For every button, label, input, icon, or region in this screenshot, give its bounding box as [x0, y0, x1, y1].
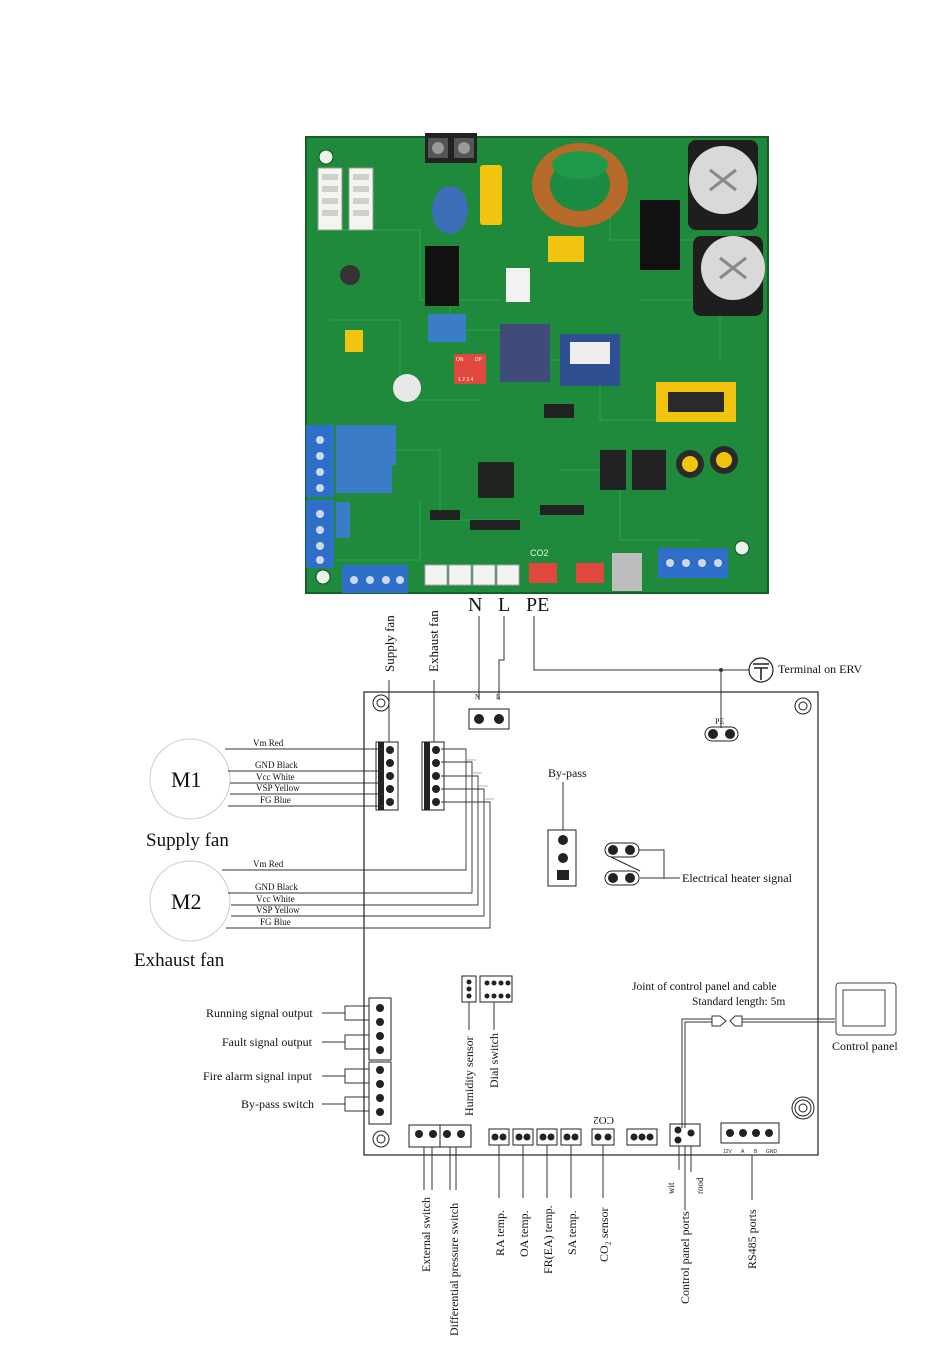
svg-text:RA temp.: RA temp.	[493, 1210, 507, 1256]
control-panel-label: Control panel	[832, 1039, 898, 1053]
svg-text:OA temp.: OA temp.	[517, 1210, 531, 1257]
svg-text:GND: GND	[766, 1149, 778, 1155]
running-signal-label: Running signal output	[206, 1006, 313, 1020]
co2-board-print: CO2	[593, 1114, 614, 1126]
pcb-photo: ON DP 1 2 3 4	[305, 133, 769, 594]
svg-text:GND Black: GND Black	[255, 882, 298, 892]
svg-text:Vm Red: Vm Red	[253, 738, 284, 748]
exhaust-fan-connector	[421, 741, 445, 811]
motor-m1: M1	[149, 738, 231, 820]
left-io-connector-bottom	[368, 1061, 392, 1125]
svg-text:FG Blue: FG Blue	[260, 917, 291, 927]
svg-text:Differential pressure switch: Differential pressure switch	[447, 1203, 461, 1336]
svg-text:PE: PE	[715, 717, 724, 726]
left-io-connector-top	[368, 997, 392, 1061]
dip-switch: ON DP 1 2 3 4	[454, 354, 486, 384]
svg-text:A: A	[741, 1149, 745, 1155]
joint-label-line1: Joint of control panel and cable	[632, 981, 777, 993]
fault-signal-label: Fault signal output	[222, 1035, 313, 1049]
svg-text:Control panel ports: Control panel ports	[678, 1211, 692, 1304]
svg-text:External switch: External switch	[419, 1197, 433, 1272]
terminal-n-label: N	[468, 594, 482, 616]
dial-switch-connector	[479, 975, 513, 1003]
bypass-switch-label: By-pass switch	[241, 1097, 314, 1111]
exhaust-fan-caption: Exhaust fan	[134, 950, 225, 971]
dial-switch-label: Dial switch	[487, 1033, 501, 1088]
svg-text:M2: M2	[171, 889, 202, 914]
supply-fan-caption: Supply fan	[146, 830, 229, 851]
svg-text:CO₂ sensor: CO₂ sensor	[597, 1207, 611, 1262]
electrical-heater-connector	[604, 842, 665, 886]
supply-fan-vertical-label: Supply fan	[382, 615, 397, 672]
bypass-label: By-pass	[548, 766, 587, 780]
m1-wire-labels: Vm Red GND Black Vcc White VSP Yellow FG…	[253, 738, 300, 805]
svg-text:DP: DP	[475, 357, 483, 363]
svg-text:L: L	[496, 693, 500, 701]
control-panel-cable	[681, 1015, 835, 1128]
fire-alarm-label: Fire alarm signal input	[203, 1069, 313, 1083]
pe-terminal: PE	[704, 717, 739, 742]
svg-text:B: B	[754, 1149, 758, 1155]
m2-wire-labels: Vm Red GND Black Vcc White VSP Yellow FG…	[253, 859, 300, 927]
temp-sensor-connectors	[488, 1128, 658, 1146]
toroid-coil	[532, 143, 628, 227]
svg-text:N: N	[475, 693, 480, 701]
svg-text:RS485 ports: RS485 ports	[745, 1209, 759, 1269]
humidity-sensor-label: Humidity sensor	[462, 1036, 476, 1116]
exhaust-fan-vertical-label: Exhaust fan	[426, 610, 441, 672]
svg-text:VSP Yellow: VSP Yellow	[256, 783, 300, 793]
control-panel-icon	[835, 982, 897, 1036]
joint-label-line2: Standard length: 5m	[692, 996, 785, 1008]
svg-text:12V: 12V	[723, 1149, 733, 1155]
left-terminals-photo	[306, 425, 396, 568]
bottom-port-labels: External switch Differential pressure sw…	[419, 1197, 759, 1336]
power-terminal: N L	[468, 693, 510, 730]
external-switch-connector	[408, 1124, 472, 1148]
bypass-connector	[547, 829, 577, 887]
svg-text:SA temp.: SA temp.	[565, 1210, 579, 1255]
svg-text:M1: M1	[171, 767, 202, 792]
svg-text:FR(EA) temp.: FR(EA) temp.	[541, 1205, 555, 1274]
wit-label: wit	[666, 1182, 676, 1194]
svg-text:Vcc White: Vcc White	[256, 772, 295, 782]
svg-text:GND Black: GND Black	[255, 760, 298, 770]
svg-text:1 2 3 4: 1 2 3 4	[458, 377, 474, 383]
motor-m2: M2	[149, 860, 231, 942]
svg-text:CO2: CO2	[530, 548, 549, 558]
svg-text:FG Blue: FG Blue	[260, 795, 291, 805]
svg-text:Vcc White: Vcc White	[256, 894, 295, 904]
capacitors	[688, 140, 765, 316]
svg-text:Vm Red: Vm Red	[253, 859, 284, 869]
board-outline	[363, 691, 819, 1156]
svg-text:ON: ON	[456, 357, 464, 363]
electrical-heater-label: Electrical heater signal	[682, 871, 793, 885]
svg-text:VSP Yellow: VSP Yellow	[256, 905, 300, 915]
ground-terminal-icon	[748, 657, 774, 683]
rs485-connector: 12V A B GND	[720, 1122, 780, 1155]
terminal-l-label: L	[498, 594, 510, 616]
supply-fan-connector	[375, 741, 399, 811]
terminal-on-erv-label: Terminal on ERV	[778, 662, 863, 676]
rood-label: rood	[695, 1177, 705, 1194]
terminal-pe-label: PE	[526, 594, 549, 616]
humidity-connector	[461, 975, 477, 1003]
